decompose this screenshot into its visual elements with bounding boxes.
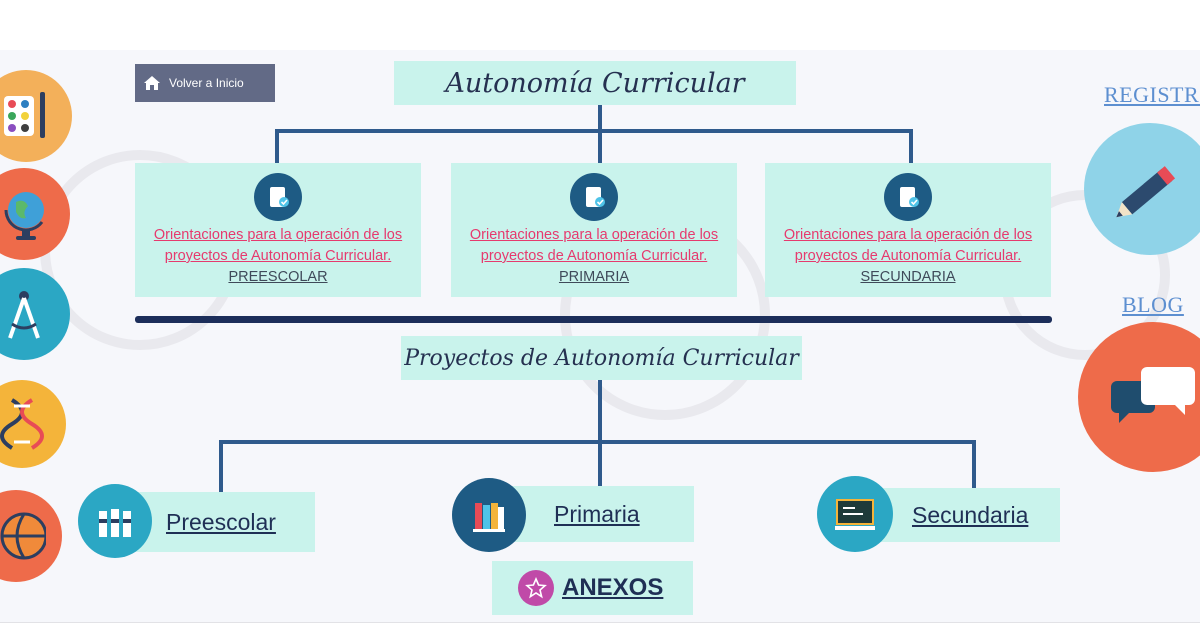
document-check-icon: [570, 173, 618, 221]
connector-line: [909, 129, 913, 163]
level-preescolar-link[interactable]: Preescolar: [166, 508, 276, 535]
level-secundaria-link[interactable]: Secundaria: [912, 501, 1029, 528]
orientation-level-link[interactable]: PRIMARIA: [558, 269, 630, 285]
connector-line: [598, 129, 602, 163]
home-icon: [144, 76, 160, 90]
top-bar: [0, 0, 1200, 50]
page-title: Autonomía Curricular: [394, 61, 796, 105]
registro-link[interactable]: REGISTRO: [1104, 82, 1200, 107]
books-icon[interactable]: [452, 478, 526, 552]
connector-line: [219, 440, 223, 492]
level-primaria-link[interactable]: Primaria: [554, 500, 640, 527]
connector-line: [972, 440, 976, 488]
compass-icon[interactable]: [0, 268, 70, 360]
chat-bubbles-icon[interactable]: [1078, 322, 1200, 472]
document-check-icon: [254, 173, 302, 221]
orientation-card-secundaria: Orientaciones para la operación de los p…: [765, 163, 1051, 297]
star-icon[interactable]: [518, 570, 554, 606]
connector-line: [275, 129, 913, 133]
orientation-link[interactable]: Orientaciones para la operación de los p…: [153, 227, 403, 264]
annex-link[interactable]: ANEXOS: [562, 574, 664, 601]
projects-title: Proyectos de Autonomía Curricular: [401, 336, 802, 380]
orientation-card-preescolar: Orientaciones para la operación de los p…: [135, 163, 421, 297]
pencil-icon[interactable]: [1084, 123, 1200, 255]
connector-line: [219, 440, 976, 444]
connector-line: [598, 380, 602, 442]
blog-link[interactable]: BLOG: [1122, 292, 1184, 317]
connector-line: [598, 440, 602, 486]
connector-line: [598, 105, 602, 131]
orientation-level-link[interactable]: PREESCOLAR: [228, 269, 328, 285]
level-preescolar[interactable]: Preescolar: [120, 492, 315, 552]
connector-line: [275, 129, 279, 163]
chalkboard-icon[interactable]: [817, 476, 893, 552]
home-button[interactable]: Volver a Inicio: [135, 64, 275, 102]
orientation-link[interactable]: Orientaciones para la operación de los p…: [469, 227, 719, 264]
document-check-icon: [884, 173, 932, 221]
orientation-card-primaria: Orientaciones para la operación de los p…: [451, 163, 737, 297]
orientation-level-link[interactable]: SECUNDARIA: [860, 269, 956, 285]
orientation-link[interactable]: Orientaciones para la operación de los p…: [783, 227, 1033, 264]
bottom-border: [0, 622, 1200, 630]
paint-palette-icon[interactable]: [0, 70, 72, 162]
home-button-label: Volver a Inicio: [169, 76, 244, 90]
crayons-icon[interactable]: [78, 484, 152, 558]
section-divider: [135, 316, 1052, 323]
